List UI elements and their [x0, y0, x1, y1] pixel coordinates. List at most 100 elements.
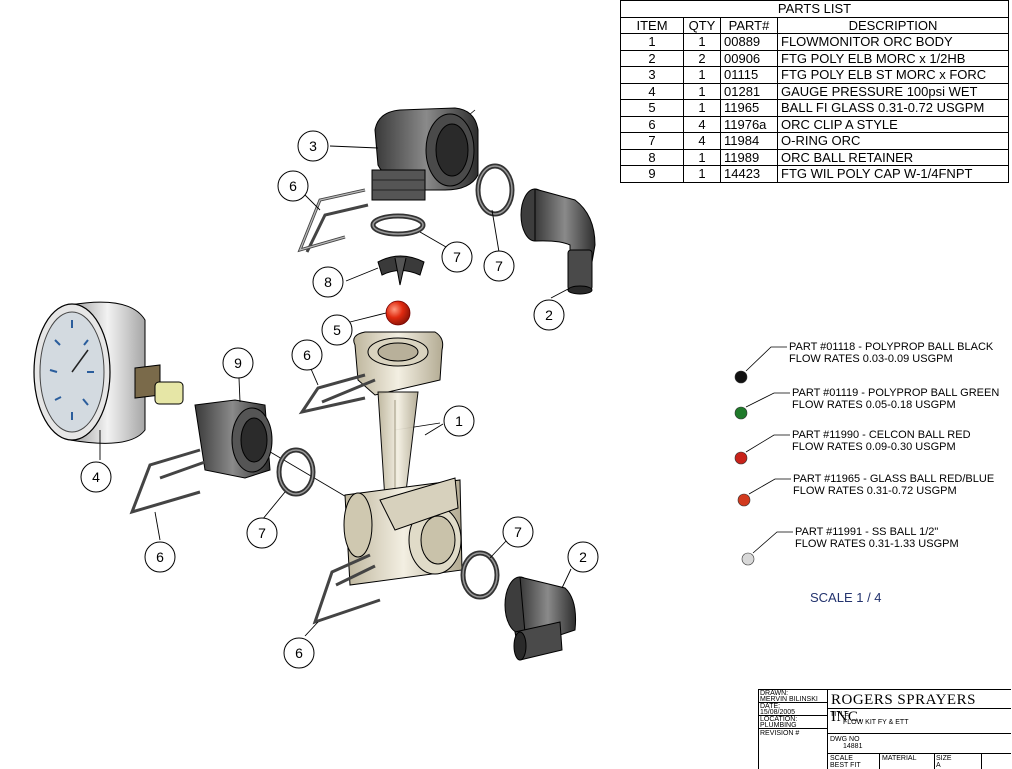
part-number-cell: 01115: [720, 66, 778, 84]
part-number-cell: 01281: [720, 82, 778, 100]
part-number-cell: 14423: [720, 165, 778, 183]
ball-marker: [734, 451, 748, 465]
balloon-label: 1: [455, 413, 463, 429]
balloon-label: 2: [545, 307, 553, 323]
ball-note-part: PART #11991 - SS BALL 1/2": [795, 526, 939, 538]
balloon-label: 6: [156, 549, 164, 565]
qty-cell: 1: [683, 165, 721, 183]
qty-cell: 1: [683, 82, 721, 100]
balloon-label: 9: [234, 355, 242, 371]
description-cell: FTG POLY ELB ST MORC x FORC: [777, 66, 1009, 84]
balloon-circle: [567, 541, 599, 573]
part-6-clip-middle: [298, 373, 376, 415]
ball-note-flow: FLOW RATES 0.31-0.72 USGPM: [793, 485, 957, 497]
ball-note-leader: [745, 346, 787, 372]
ball-note-flow: FLOW RATES 0.03-0.09 USGPM: [789, 353, 953, 365]
part-number-cell: 00906: [720, 49, 778, 67]
item-cell: 1: [620, 33, 684, 51]
part-number-cell: 00889: [720, 33, 778, 51]
item-cell: 9: [620, 165, 684, 183]
item-cell: 6: [620, 115, 684, 133]
ball-note-markers: [734, 346, 793, 566]
ball-note-flow: FLOW RATES 0.05-0.18 USGPM: [792, 399, 956, 411]
item-cell: 7: [620, 132, 684, 150]
dwg-value: 14881: [843, 743, 863, 750]
part-1-flowmonitor-body: [343, 331, 463, 586]
balloon-circle: [246, 517, 278, 549]
balloon-circle: [441, 241, 473, 273]
part-6-clip-left: [129, 448, 206, 515]
title-block: DRAWN: MERVIN BILINSKI DATE: 15/08/2005 …: [758, 689, 1011, 769]
date-value: 15/08/2005: [760, 709, 796, 716]
qty-cell: 4: [683, 132, 721, 150]
part-4-pressure-gauge: [33, 301, 184, 444]
balloon-circle: [283, 637, 315, 669]
part-6-clip-top: [297, 188, 369, 253]
balloon-circle: [80, 461, 112, 493]
balloon-label: 3: [309, 138, 317, 154]
balloon-label: 7: [453, 249, 461, 265]
ball-note: PART #11991 - SS BALL 1/2"FLOW RATES 0.3…: [795, 526, 959, 550]
ball-marker: [741, 552, 755, 566]
balloon-circle: [483, 250, 515, 282]
qty-cell: 1: [683, 99, 721, 117]
balloon-circle: [277, 170, 309, 202]
size-value: A: [936, 762, 941, 769]
item-cell: 5: [620, 99, 684, 117]
part-2-elbow-top: [520, 188, 596, 295]
part-6-clip-bottom: [312, 553, 381, 625]
description-cell: FLOWMONITOR ORC BODY: [777, 33, 1009, 51]
header-description: DESCRIPTION: [777, 16, 1009, 34]
ball-note-part: PART #11990 - CELCON BALL RED: [792, 429, 971, 441]
qty-cell: 4: [683, 115, 721, 133]
drawn-value: MERVIN BILINSKI: [760, 696, 818, 703]
balloon-circle: [291, 339, 323, 371]
location-value: PLUMBING: [760, 722, 797, 729]
location-label: LOCATION:: [760, 716, 798, 723]
header-item: ITEM: [620, 16, 684, 34]
balloon-label: 7: [495, 258, 503, 274]
balloon-circle: [222, 347, 254, 379]
balloon-label: 7: [258, 525, 266, 541]
title-label: TITLE: [830, 711, 850, 718]
balloon-label: 7: [514, 524, 522, 540]
part-8-ball-retainer: [377, 255, 425, 286]
part-number-cell: 11965: [720, 99, 778, 117]
revision-label: REVISION #: [760, 730, 800, 737]
header-part: PART#: [720, 16, 778, 34]
ball-note-flow: FLOW RATES 0.09-0.30 USGPM: [792, 441, 956, 453]
balloon-label: 6: [295, 645, 303, 661]
balloon-label: 6: [303, 347, 311, 363]
item-cell: 4: [620, 82, 684, 100]
item-cell: 8: [620, 148, 684, 166]
parts-list-header-row: ITEM QTY PART# DESCRIPTION: [620, 16, 1009, 34]
balloon-circle: [312, 266, 344, 298]
balloon-circle: [502, 516, 534, 548]
description-cell: ORC CLIP A STYLE: [777, 115, 1009, 133]
description-cell: FTG POLY ELB MORC x 1/2HB: [777, 49, 1009, 67]
balloon-label: 8: [324, 274, 332, 290]
size-label: SIZE: [936, 755, 952, 762]
ball-note-leader: [745, 434, 790, 453]
dwg-label: DWG NO: [830, 736, 860, 743]
ball-note-leader: [752, 531, 793, 554]
part-3-elbow: [371, 107, 479, 201]
ball-note-flow: FLOW RATES 0.31-1.33 USGPM: [795, 538, 959, 550]
balloon-circle: [321, 314, 353, 346]
qty-cell: 2: [683, 49, 721, 67]
part-number-cell: 11976a: [720, 115, 778, 133]
parts-list-title: PARTS LIST: [620, 0, 1009, 18]
scale-value: BEST FIT: [830, 762, 861, 769]
